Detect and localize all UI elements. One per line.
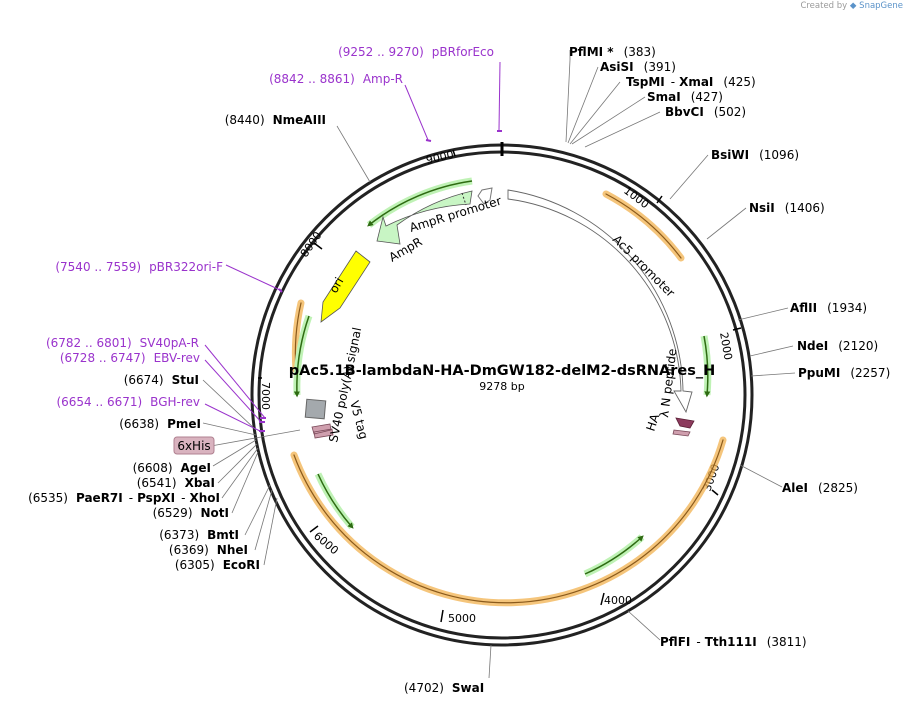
ampr-promoter-arrow [477,187,493,205]
v5-tag-label: V5 tag [347,399,371,441]
svg-text:NdeI(2120): NdeI(2120) [797,339,878,353]
svg-text:(6654 .. 6671)BGH-rev: (6654 .. 6671)BGH-rev [56,395,200,409]
enzyme-leader-lines-left [202,125,371,566]
svg-text:(9252 .. 9270)pBRforEco: (9252 .. 9270)pBRforEco [338,45,494,59]
enzyme-labels-right: PflMI *(383) AsiSI(391) TspMI-XmaI(425) … [404,45,890,695]
svg-text:BsiWI(1096): BsiWI(1096) [711,148,799,162]
ori-label: ori [326,275,346,296]
svg-text:(6638)PmeI: (6638)PmeI [119,417,201,431]
svg-text:(4702)SwaI: (4702)SwaI [404,681,484,695]
credit-brand: SnapGene [859,1,903,11]
svg-text:(6782 .. 6801)SV40pA-R: (6782 .. 6801)SV40pA-R [46,336,199,350]
orf-green-arcs [293,177,712,578]
primer-marks [259,130,502,432]
ampr-feature [376,190,473,245]
svg-text:AflII(1934): AflII(1934) [790,301,867,315]
ha-label: HA [644,411,663,432]
svg-text:SmaI(427): SmaI(427) [647,90,723,104]
svg-text:BbvCI(502): BbvCI(502) [665,105,746,119]
svg-text:(8842 .. 8861)Amp-R: (8842 .. 8861)Amp-R [269,72,403,86]
ha-tag-feature [672,429,691,437]
svg-text:(6608)AgeI: (6608)AgeI [133,461,211,475]
lambda-n-peptide-feature [675,417,695,429]
svg-text:TspMI-XmaI(425): TspMI-XmaI(425) [626,75,756,89]
primer-leader-lines [204,61,501,433]
svg-text:PflMI *(383): PflMI *(383) [569,45,656,59]
tick-7000: 7000 [259,382,272,410]
plasmid-title: pAc5.1B-lambdaN-HA-DmGW182-delM2-dsRNAre… [289,363,715,379]
svg-text:(6369)NheI: (6369)NheI [169,543,248,557]
svg-text:AsiSI(391): AsiSI(391) [600,60,676,74]
svg-text:AleI(2825): AleI(2825) [782,481,858,495]
svg-text:(6535)PaeR7I-PspXI-XhoI: (6535)PaeR7I-PspXI-XhoI [28,491,220,505]
svg-text:PpuMI(2257): PpuMI(2257) [798,366,890,380]
snapgene-logo-icon: ◆ [849,1,857,11]
orf-arcs [290,190,727,607]
svg-text:PflFI-Tth111I(3811): PflFI-Tth111I(3811) [660,635,807,649]
svg-text:(8440)NmeAIII: (8440)NmeAIII [225,113,326,127]
6xhis-tag-box [173,436,215,455]
svg-text:(6728 .. 6747)EBV-rev: (6728 .. 6747)EBV-rev [60,351,200,365]
plasmid-length: 9278 bp [479,380,524,393]
ori-feature [320,250,371,323]
svg-text:(6529)NotI: (6529)NotI [153,506,229,520]
v5-tag-feature [311,423,334,439]
sv40-polya-feature [304,398,327,420]
ac5-promoter-arrow [507,189,693,414]
credit-prefix: Created by [800,1,848,11]
tick-9000: 9000 [425,148,455,167]
svg-text:(6373)BmtI: (6373)BmtI [159,528,239,542]
enzyme-leader-lines-right [488,50,796,679]
svg-text:NsiI(1406): NsiI(1406) [749,201,825,215]
snapgene-credit: Created by ◆ SnapGene [800,1,903,11]
enzyme-labels-left: (8440)NmeAIII (6674)StuI (6638)PmeI (660… [28,113,326,572]
tick-marks [258,149,742,623]
svg-text:(6541)XbaI: (6541)XbaI [137,476,215,490]
svg-text:(6674)StuI: (6674)StuI [124,373,199,387]
6xhis-tag-label: 6xHis [177,439,210,453]
tick-5000: 5000 [448,612,476,625]
svg-text:(6305)EcoRI: (6305)EcoRI [175,558,260,572]
svg-text:(7540 .. 7559)pBR322ori-F: (7540 .. 7559)pBR322ori-F [55,260,223,274]
tick-2000: 2000 [717,331,735,361]
primer-labels: (9252 .. 9270)pBRforEco (8842 .. 8861)Am… [46,45,494,409]
tick-4000: 4000 [604,594,632,607]
lambda-n-label: λ N peptide [657,348,679,419]
